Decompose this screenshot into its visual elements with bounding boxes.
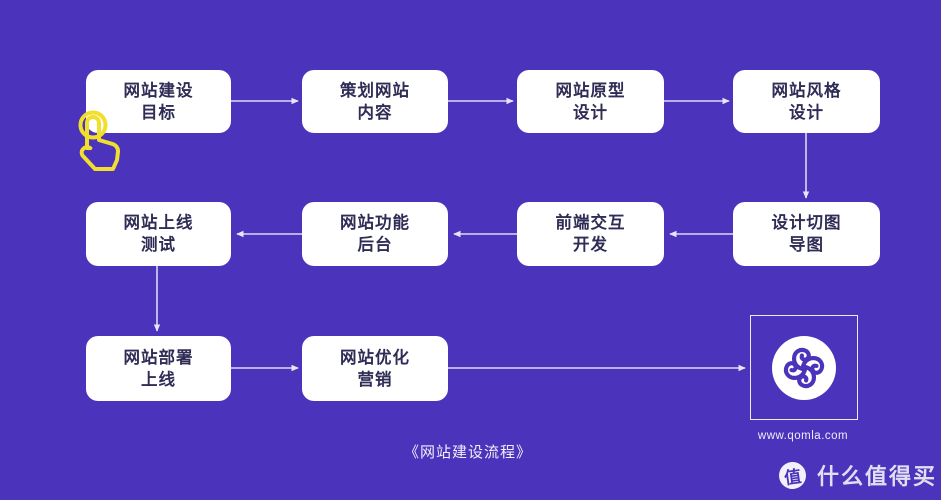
flow-node-plan-content: 策划网站 内容 bbox=[302, 70, 448, 133]
flow-node-backend-functions: 网站功能 后台 bbox=[302, 202, 448, 266]
hand-tap-icon bbox=[78, 110, 120, 171]
smzdm-badge-icon: 值 bbox=[777, 459, 808, 491]
diagram-caption: 《网站建设流程》 bbox=[403, 444, 533, 461]
logo-frame bbox=[750, 315, 858, 420]
logo-website-url: www.qomla.com bbox=[757, 430, 849, 442]
smzdm-watermark-text: 什么值得买 bbox=[816, 464, 937, 489]
flow-node-design-slicing: 设计切图 导图 bbox=[733, 202, 880, 266]
flow-node-launch-testing: 网站上线 测试 bbox=[86, 202, 231, 266]
flow-node-website-goal: 网站建设 目标 bbox=[86, 70, 231, 133]
logo-circle bbox=[772, 335, 836, 400]
flow-node-prototype-design: 网站原型 设计 bbox=[517, 70, 664, 133]
flow-node-frontend-development: 前端交互 开发 bbox=[517, 202, 664, 266]
qomla-clover-logo-icon bbox=[778, 347, 830, 394]
flow-node-style-design: 网站风格 设计 bbox=[733, 70, 880, 133]
flow-node-deploy-launch: 网站部署 上线 bbox=[86, 336, 231, 401]
smzdm-watermark: 值 什么值得买 bbox=[777, 459, 937, 491]
flow-node-optimize-marketing: 网站优化 营销 bbox=[302, 336, 448, 401]
